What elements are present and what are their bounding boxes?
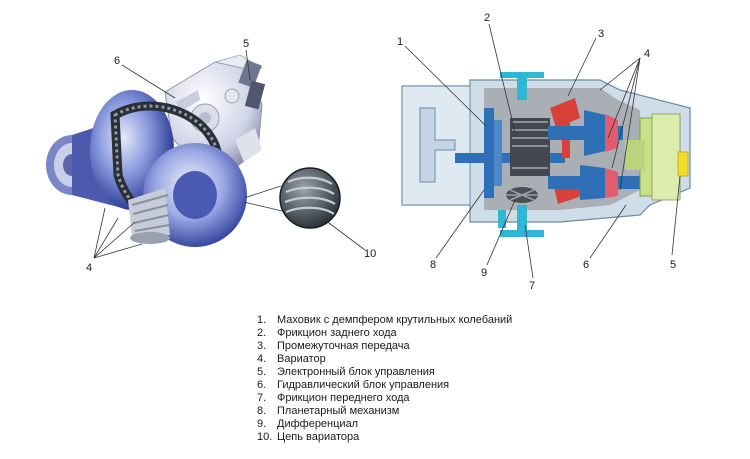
legend-item-text: Дифференциал — [277, 418, 359, 430]
planetary-gearset — [510, 118, 550, 176]
legend-item-number: 6. — [257, 379, 267, 391]
legend-item-number: 9. — [257, 418, 267, 430]
legend-item-number: 5. — [257, 366, 267, 378]
callout-7: 7 — [529, 280, 535, 292]
callout-10-left: 10 — [364, 248, 376, 260]
differential — [506, 187, 538, 203]
right-leader-lines — [404, 23, 681, 279]
legend-item: 5. Электронный блок управления — [257, 366, 597, 379]
legend-item: 9. Дифференциал — [257, 418, 597, 431]
callout-4-left: 4 — [86, 262, 92, 274]
left-leader-lines — [93, 49, 366, 259]
callout-6-right: 6 — [583, 259, 589, 271]
legend-item-text: Промежуточная передача — [277, 340, 410, 352]
hydraulic-control-block — [625, 113, 681, 201]
legend-item-number: 4. — [257, 353, 267, 365]
legend-item-text: Цепь вариатора — [277, 431, 360, 443]
legend-item: 7. Фрикцион переднего хода — [257, 392, 597, 405]
right-callouts: 1 2 3 4 8 9 7 6 5 — [397, 12, 676, 292]
variator-pulleys — [605, 114, 618, 198]
legend-item: 8. Планетарный механизм — [257, 405, 597, 418]
legend-item-number: 3. — [257, 340, 267, 352]
callout-9: 9 — [481, 267, 487, 279]
callout-5-left: 5 — [243, 38, 249, 50]
variator-3d-illustration — [46, 54, 341, 247]
legend-item-text: Планетарный механизм — [277, 405, 400, 417]
legend-item-text: Маховик с демпфером крутильных колебаний — [277, 314, 513, 326]
legend-item-text: Фрикцион заднего хода — [277, 327, 397, 339]
legend-item-text: Фрикцион переднего хода — [277, 392, 410, 404]
callout-1: 1 — [397, 36, 403, 48]
legend-item-text: Электронный блок управления — [277, 366, 435, 378]
legend-list: 1. Маховик с демпфером крутильных колебан… — [257, 314, 597, 444]
legend-item-number: 2. — [257, 327, 267, 339]
legend-item-number: 1. — [257, 314, 267, 326]
electronic-control-unit — [677, 151, 689, 177]
legend-item: 2. Фрикцион заднего хода — [257, 327, 597, 340]
cross-section-schematic — [401, 72, 691, 237]
legend-item-text: Гидравлический блок управления — [277, 379, 450, 391]
callout-5-right: 5 — [670, 259, 676, 271]
left-callouts: 6 5 4 10 — [86, 38, 376, 274]
callout-2: 2 — [484, 12, 490, 24]
callout-4-right: 4 — [644, 48, 650, 60]
pump-housing — [164, 54, 266, 169]
forward-clutch — [498, 210, 506, 228]
callout-3: 3 — [598, 28, 604, 40]
legend-item-number: 7. — [257, 392, 267, 404]
output-vertical-shaft — [500, 72, 544, 237]
legend-item: 10. Цепь вариатора — [257, 431, 597, 444]
legend-item-text: Вариатор — [277, 353, 326, 365]
legend-item: 3. Промежуточная передача — [257, 340, 597, 353]
legend-item-number: 8. — [257, 405, 267, 417]
legend-item: 4. Вариатор — [257, 353, 597, 366]
flywheel — [484, 108, 494, 198]
legend-item-number: 10. — [257, 431, 273, 443]
final-drive-gear — [128, 188, 170, 244]
chain-zoom-inset — [243, 167, 341, 229]
legend-item: 1. Маховик с демпфером крутильных колебан… — [257, 314, 597, 327]
legend-item: 6. Гидравлический блок управления — [257, 379, 597, 392]
callout-6-left: 6 — [114, 55, 120, 67]
callout-8: 8 — [430, 259, 436, 271]
